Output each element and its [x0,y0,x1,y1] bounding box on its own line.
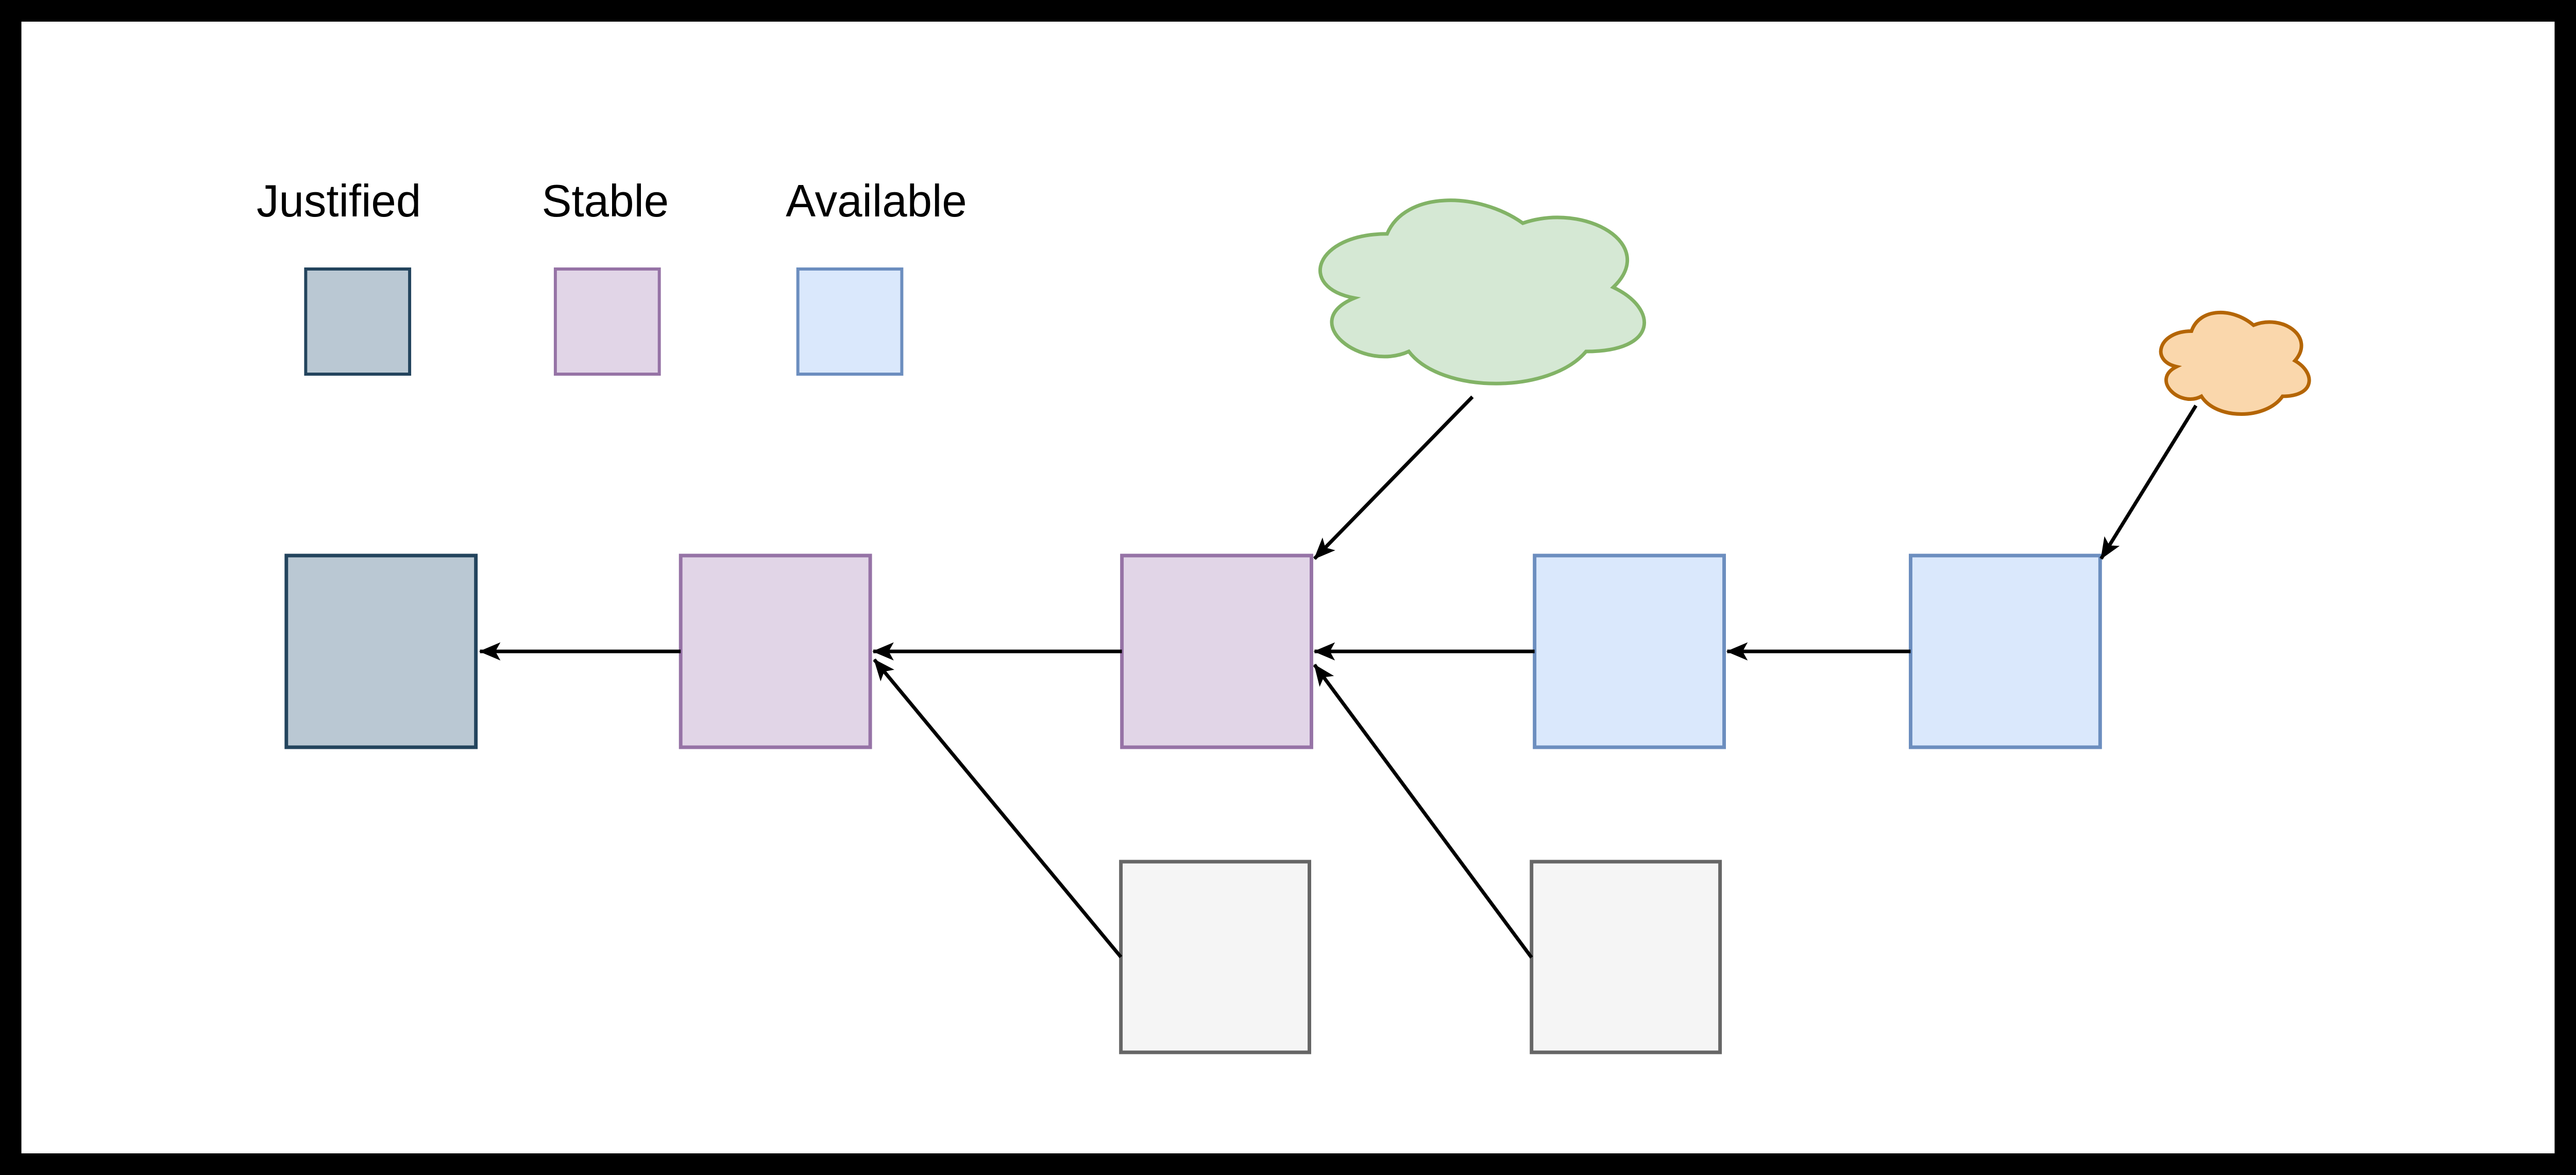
arrows [479,395,2198,959]
legend-label-justified: Justified [257,176,421,227]
node-available-2 [1909,553,2102,749]
node-justified [284,553,478,749]
placeholder-box-1 [1119,860,1311,1054]
legend-swatch-justified [304,267,412,376]
legend-label-stable: Stable [541,176,669,227]
legend: Justified Stable Available [257,176,967,376]
orange-cloud [2159,310,2311,416]
arrow-orange-cloud-to-available2 [2099,405,2198,560]
placeholder-box-2 [1530,860,1722,1054]
legend-label-available: Available [786,176,967,227]
node-stable-1 [679,553,872,749]
green-cloud [1318,198,1647,385]
node-stable-2 [1120,553,1313,749]
legend-swatch-stable [553,267,661,376]
arrow-placeholder2-to-stable2 [1313,663,1533,959]
arrow-placeholder1-to-stable1 [873,658,1123,959]
arrow-green-cloud-to-stable2 [1313,395,1474,560]
node-available-1 [1533,553,1726,749]
legend-swatch-available [796,267,904,376]
